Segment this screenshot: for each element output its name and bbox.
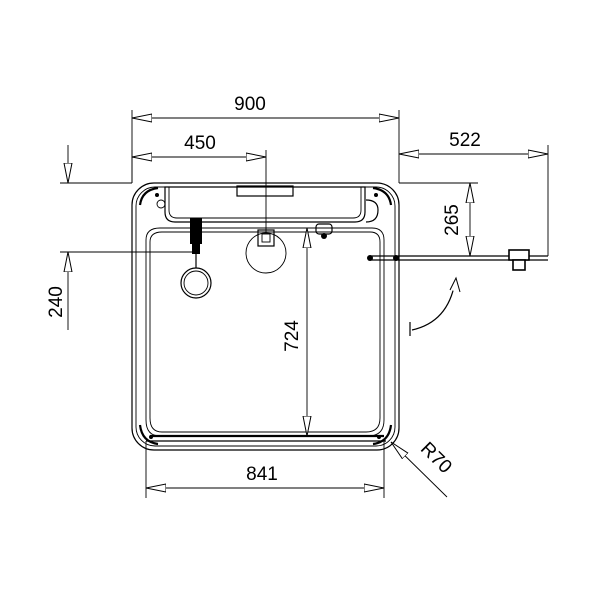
dim-bowl-depth: 724	[282, 228, 307, 436]
faucet-spout	[180, 267, 212, 299]
drain	[245, 223, 333, 274]
dim-half-width: 450	[131, 133, 267, 232]
faucet-spout-inner	[183, 270, 209, 296]
shelf-outline	[164, 186, 366, 223]
dim-overall-width: 900	[131, 94, 400, 183]
dim-side-offset: 522	[399, 130, 549, 256]
sink-bowl	[145, 227, 385, 437]
shelf-slot	[236, 185, 294, 197]
dim-label-450: 450	[184, 133, 216, 154]
swing-arrow	[409, 276, 461, 336]
corner-dot-bl	[149, 435, 153, 439]
corner-detail-tr	[372, 186, 393, 206]
corner-dot-br	[377, 435, 381, 439]
dim-label-265: 265	[442, 204, 463, 236]
sink-outer-rim-inner	[135, 186, 396, 447]
dim-corner-radius: R70	[391, 438, 456, 498]
shelf-knob-left	[156, 199, 166, 209]
pipe-joint-2	[393, 255, 399, 261]
corner-dot-tl	[155, 193, 159, 197]
dim-depth-offset: 265	[399, 182, 478, 257]
side-pipe	[367, 249, 548, 271]
dim-label-724: 724	[282, 320, 303, 352]
faucet-body	[190, 218, 202, 244]
corner-detail-tl	[138, 186, 159, 206]
dim-label-522: 522	[449, 130, 481, 151]
overflow-plug	[315, 223, 333, 235]
shelf-inner	[168, 186, 362, 219]
drain-square-inner	[261, 233, 271, 243]
sink-outer-rim	[131, 182, 400, 451]
corner-dot-tr	[374, 193, 378, 197]
dim-left-height: 240	[46, 145, 196, 330]
swing-arc	[411, 281, 456, 331]
overflow-dot	[321, 233, 327, 239]
pipe-end-block	[508, 249, 530, 261]
drain-circle	[245, 232, 287, 274]
dim-label-900: 900	[234, 94, 266, 115]
pipe-joint	[367, 255, 373, 261]
shelf-bump-right	[365, 199, 379, 223]
back-shelf	[156, 185, 379, 223]
corner-detail-bl	[138, 424, 159, 446]
dim-label-841: 841	[246, 464, 278, 485]
corner-detail-br	[372, 424, 393, 446]
dim-label-240: 240	[46, 286, 67, 318]
pipe-end-block-2	[512, 259, 526, 271]
dim-bowl-width: 841	[145, 441, 385, 498]
faucet-neck	[192, 244, 200, 254]
sink-outline	[131, 182, 400, 451]
swing-arrowhead	[449, 276, 461, 293]
faucet	[180, 218, 212, 299]
sink-bowl-inner	[149, 231, 381, 433]
